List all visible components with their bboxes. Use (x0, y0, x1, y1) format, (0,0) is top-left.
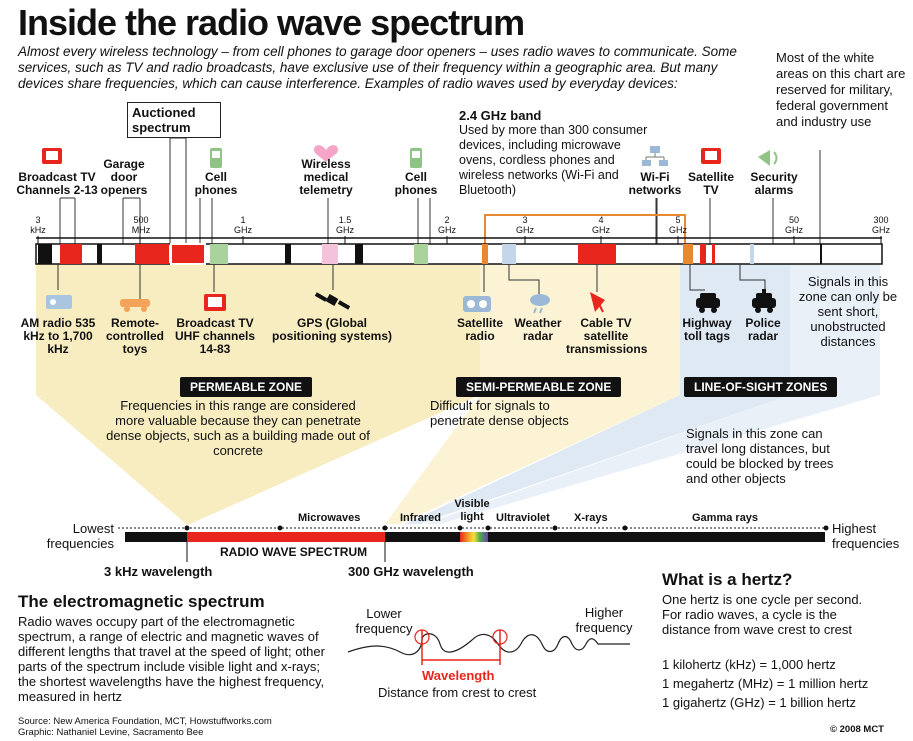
label-toll-tags: Highway toll tags (682, 316, 732, 343)
car-icon (696, 293, 720, 313)
hertz-title: What is a hertz? (662, 570, 793, 589)
spectrum-bar (35, 236, 883, 265)
heart-icon (314, 145, 338, 162)
short-zone-shape (425, 264, 880, 524)
white-areas-note: Most of the white areas on this chart ar… (776, 50, 906, 129)
wave-diagram (347, 629, 630, 665)
alarm-horn-icon (758, 150, 778, 166)
wavelength-3khz: 3 kHz wavelength (104, 564, 213, 579)
network-icon (642, 146, 668, 166)
wave-higher-frequency: Higher frequency (575, 605, 633, 635)
wavelength-label: Wavelength (422, 668, 495, 683)
band-24-title: 2.4 GHz band (459, 108, 542, 123)
intro-text: Almost every wireless technology – from … (18, 44, 737, 91)
graphic-credit: Graphic: Nathaniel Levine, Sacramento Be… (18, 727, 204, 738)
hertz-mega: 1 megahertz (MHz) = 1 million hertz (662, 676, 869, 691)
copyright: © 2008 MCT (830, 724, 884, 735)
top-leader-lines (59, 137, 821, 255)
hertz-text: One hertz is one cycle per second. For r… (662, 592, 863, 637)
semi-permeable-zone-badge: SEMI-PERMEABLE ZONE (456, 377, 622, 397)
band-24-annotation: 2.4 GHz band Used by more than 300 consu… (459, 108, 649, 198)
band-24-text: Used by more than 300 consumer devices, … (459, 123, 648, 197)
satellite-icon (314, 292, 351, 310)
em-spectrum-bar (118, 525, 829, 562)
em-xrays: X-rays (574, 512, 608, 524)
wave-distance-label: Distance from crest to crest (378, 685, 537, 700)
auctioned-spectrum-box: Auctioned spectrum (127, 102, 221, 138)
hertz-kilo: 1 kilohertz (kHz) = 1,000 hertz (662, 657, 836, 672)
cell-phone-icon (210, 148, 222, 168)
top-icons (42, 137, 823, 257)
label-satellite-radio: Satellite radio (456, 316, 504, 343)
radio-icon (46, 295, 72, 309)
em-visible-light: Visible light (454, 498, 490, 523)
short-zone-note: Signals in this zone can only be sent sh… (798, 274, 898, 349)
long-zone-note: Signals in this zone can travel long dis… (686, 426, 834, 486)
label-garage: Garage door openers (100, 157, 148, 197)
line-of-sight-zone-shape (405, 264, 790, 524)
em-infrared: Infrared (400, 512, 441, 524)
label-wifi: Wi-Fi networks (628, 170, 682, 197)
bottom-icons (46, 264, 776, 314)
toy-car-icon (120, 299, 150, 312)
label-cell-2: Cell phones (394, 170, 438, 197)
label-security: Security alarms (750, 170, 798, 197)
satellite-dish-icon (590, 292, 605, 313)
permeable-zone-badge: PERMEABLE ZONE (180, 377, 313, 397)
em-microwaves: Microwaves (298, 512, 361, 524)
radio-wave-spectrum-label: RADIO WAVE SPECTRUM (220, 545, 368, 559)
label-am-radio: AM radio 535 kHz to 1,700 kHz (20, 316, 96, 356)
boombox-icon (463, 296, 491, 312)
permeable-zone-text: Frequencies in this range are considered… (106, 398, 370, 458)
wave-lower-frequency: Lower frequency (355, 606, 413, 636)
police-car-icon (752, 289, 776, 313)
label-cable-tv: Cable TV satellite transmissions (566, 316, 648, 356)
highest-frequencies: Highest frequencies (832, 521, 900, 551)
tv-icon-3 (204, 294, 226, 311)
bottom-leader-lines (57, 264, 766, 300)
wavelength-300ghz: 300 GHz wavelength (348, 564, 474, 579)
label-uhf: Broadcast TV UHF channels 14-83 (174, 316, 255, 356)
label-telemetry: Wireless medical telemetry (299, 157, 353, 197)
label-satellite-tv: Satellite TV (687, 170, 735, 197)
hertz-giga: 1 gigahertz (GHz) = 1 billion hertz (662, 695, 857, 710)
tv-icon-2 (701, 148, 721, 164)
band-24-bracket (484, 214, 686, 244)
weather-cloud-icon (530, 294, 550, 314)
label-police-radar: Police radar (745, 316, 781, 343)
source-credit: Source: New America Foundation, MCT, How… (18, 716, 272, 727)
label-broadcast-tv: Broadcast TV Channels 2-13 (16, 170, 98, 197)
label-weather-radar: Weather radar (514, 316, 562, 343)
label-gps: GPS (Global positioning systems) (271, 316, 393, 343)
em-section-text: Radio waves occupy part of the electroma… (18, 614, 325, 704)
page-title: Inside the radio wave spectrum (18, 2, 525, 43)
label-cell-1: Cell phones (194, 170, 238, 197)
em-ultraviolet: Ultraviolet (496, 512, 550, 524)
semi-permeable-zone-text: Difficult for signals to penetrate dense… (430, 398, 569, 428)
lowest-frequencies: Lowest frequencies (46, 521, 114, 551)
tv-icon (42, 148, 62, 164)
em-gamma: Gamma rays (692, 512, 759, 524)
label-toys: Remote-controlled toys (106, 316, 165, 356)
cell-phone-icon-2 (410, 148, 422, 168)
line-of-sight-badge: LINE-OF-SIGHT ZONES (684, 377, 838, 397)
em-section-title: The electromagnetic spectrum (18, 592, 265, 611)
